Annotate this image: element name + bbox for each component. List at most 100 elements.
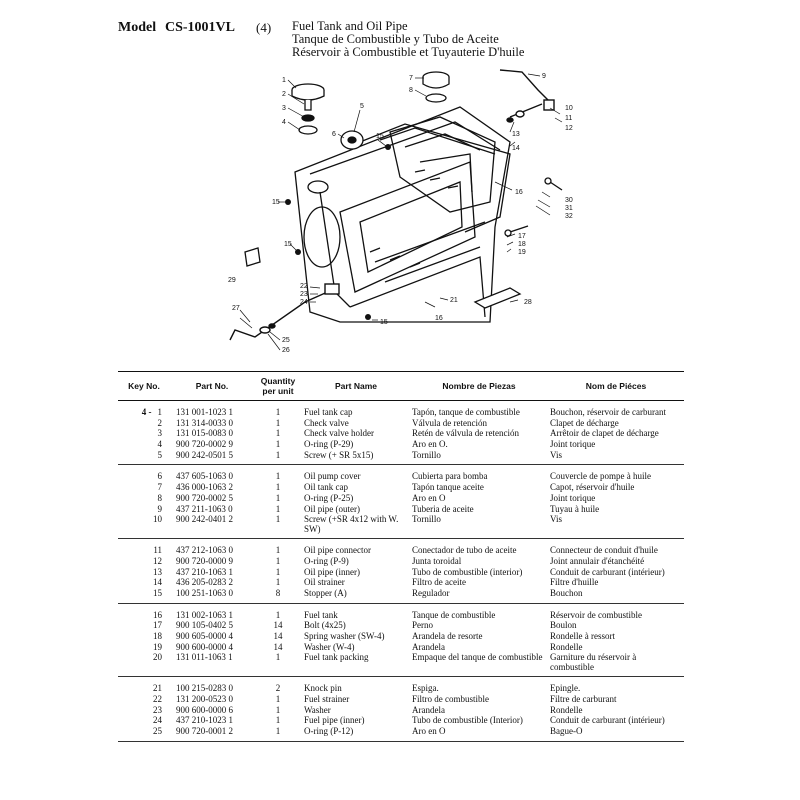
exploded-parts-diagram: 1 2 3 4 5 6 7 8 9 10 11 12 13 14 15 15 1… xyxy=(228,69,573,354)
cell-part-name: O-ring (P-12) xyxy=(302,726,410,742)
cell-part-name-text: Washer xyxy=(304,704,331,715)
cell-nombre-text: Aro en O xyxy=(412,492,446,503)
cell-key-no-text: 1 xyxy=(157,407,163,417)
cell-part-name-text: Oil pump cover xyxy=(304,471,361,482)
title-french: Réservoir à Combustible et Tuyauterie D'… xyxy=(292,45,525,59)
cell-nom-text: Garniture du réservoir à combustible xyxy=(550,652,637,673)
cell-nom: Conduit de carburant (intérieur) xyxy=(548,567,684,578)
cell-nom-text: Tuyau à huile xyxy=(550,503,600,514)
cell-nombre: Retén de válvula de retención xyxy=(410,428,548,439)
cell-part-name-text: Screw (+SR 4x12 with W. SW) xyxy=(304,514,399,535)
callout-7: 7 xyxy=(409,75,413,82)
cell-part-name-text: Fuel tank packing xyxy=(304,652,369,663)
callout-labels: 1 2 3 4 5 6 7 8 9 10 11 12 13 14 15 15 1… xyxy=(228,73,573,354)
cell-quantity: 1 xyxy=(254,504,302,515)
cell-key-no: 2 xyxy=(118,418,170,429)
cell-key-no: 22 xyxy=(118,694,170,705)
cell-nombre-text: Aro en O xyxy=(412,726,446,737)
callout-10: 10 xyxy=(565,105,573,112)
cell-part-name-text: O-ring (P-25) xyxy=(304,492,354,503)
cell-nombre-text: Arandela xyxy=(412,641,445,652)
cell-quantity: 1 xyxy=(254,428,302,439)
cell-part-name: Oil pipe connector xyxy=(302,539,410,556)
cell-part-no: 100 251-1063 0 xyxy=(170,587,254,604)
cell-quantity: 1 xyxy=(254,726,302,742)
cell-nombre: Tanque de combustible xyxy=(410,603,548,620)
cell-part-name-text: Stopper (A) xyxy=(304,587,347,598)
cell-nombre: Tubo de combustible (interior) xyxy=(410,567,548,578)
callout-22: 22 xyxy=(300,283,308,290)
cell-nom: Filtre de carburant xyxy=(548,694,684,705)
cell-part-no: 131 314-0033 0 xyxy=(170,418,254,429)
cell-key-no: 4 -1 xyxy=(118,401,170,418)
cell-part-no: 900 720-0001 2 xyxy=(170,726,254,742)
cell-part-name: Fuel tank xyxy=(302,603,410,620)
cell-nombre: Válvula de retención xyxy=(410,418,548,429)
cell-nombre-text: Cubierta para bomba xyxy=(412,471,488,482)
callout-1: 1 xyxy=(282,77,286,84)
cell-part-name: O-ring (P-9) xyxy=(302,556,410,567)
cell-nom-text: Arrêtoir de clapet de décharge xyxy=(550,428,659,439)
cell-nombre: Espiga. xyxy=(410,677,548,694)
cell-quantity: 1 xyxy=(254,603,302,620)
callout-16b: 16 xyxy=(435,315,443,322)
cell-part-no-text: 100 215-0283 0 xyxy=(176,683,233,694)
cell-part-no: 437 212-1063 0 xyxy=(170,539,254,556)
cell-nombre-text: Tubo de combustible (interior) xyxy=(412,566,523,577)
cell-part-no-text: 437 211-1063 0 xyxy=(176,503,233,514)
cell-part-no-text: 131 011-1063 1 xyxy=(176,652,233,663)
cell-part-no: 131 011-1063 1 xyxy=(170,652,254,678)
cell-part-no: 900 720-0002 5 xyxy=(170,493,254,504)
cell-part-name-text: Fuel tank xyxy=(304,609,338,620)
cell-nombre: Aro en O xyxy=(410,493,548,504)
cell-nom: Conduit de carburant (intérieur) xyxy=(548,715,684,726)
cell-part-no-text: 900 720-0001 2 xyxy=(176,726,233,737)
cell-part-no-text: 900 720-0002 9 xyxy=(176,439,233,450)
cell-nombre-text: Junta toroidal xyxy=(412,555,462,566)
cell-key-no: 13 xyxy=(118,567,170,578)
cell-nom: Bague-O xyxy=(548,726,684,742)
cell-nom: Rondelle xyxy=(548,642,684,653)
cell-key-no: 7 xyxy=(118,482,170,493)
cell-part-name-text: Spring washer (SW-4) xyxy=(304,631,385,641)
cell-nombre-text: Perno xyxy=(412,620,433,631)
cell-quantity: 1 xyxy=(254,567,302,578)
cell-part-no-text: 437 210-1063 1 xyxy=(176,566,233,577)
callout-28: 28 xyxy=(524,299,532,306)
cell-nom: Arrêtoir de clapet de décharge xyxy=(548,428,684,439)
cell-nom: Garniture du réservoir à combustible xyxy=(548,652,684,678)
cell-part-no: 436 205-0283 2 xyxy=(170,577,254,588)
cell-part-name: Oil pipe (outer) xyxy=(302,504,410,515)
cell-key-no-text: 9 xyxy=(157,503,163,514)
cell-quantity-text: 1 xyxy=(275,514,281,525)
model-label: Model xyxy=(118,20,157,35)
cell-part-name: Fuel pipe (inner) xyxy=(302,715,410,726)
cell-quantity-text: 1 xyxy=(275,555,281,566)
cell-nom: Vis xyxy=(548,449,684,466)
cell-nombre-text: Tapón, tanque de combustible xyxy=(412,407,520,417)
cell-key-no-text: 22 xyxy=(153,694,162,705)
cell-part-no: 900 605-0000 4 xyxy=(170,631,254,642)
cell-part-no-text: 131 002-1063 1 xyxy=(176,609,233,620)
cell-quantity-text: 1 xyxy=(275,545,281,556)
cell-part-no: 436 000-1063 2 xyxy=(170,482,254,493)
cell-nombre: Perno xyxy=(410,620,548,631)
callout-21: 21 xyxy=(450,297,458,304)
cell-nombre-text: Filtro de combustible xyxy=(412,694,489,705)
callout-8: 8 xyxy=(409,87,413,94)
cell-part-no: 100 215-0283 0 xyxy=(170,677,254,694)
cell-quantity: 1 xyxy=(254,652,302,678)
cell-quantity-text: 2 xyxy=(275,683,281,694)
cell-part-name-text: Check valve holder xyxy=(304,428,374,439)
fuel-pipe-assembly xyxy=(229,283,340,341)
